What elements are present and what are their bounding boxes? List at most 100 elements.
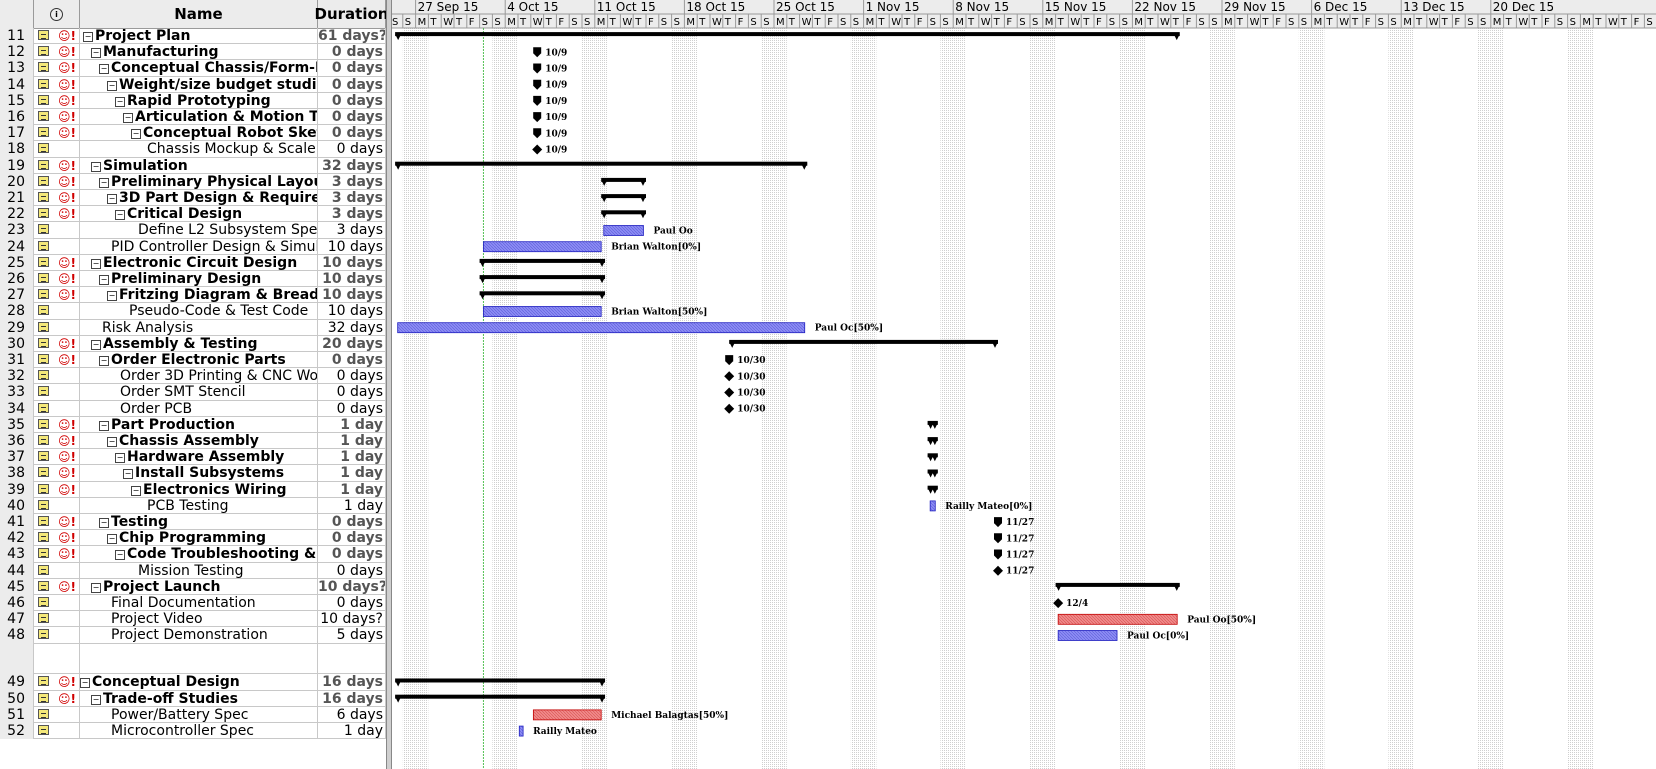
resource-overallocated-icon[interactable]: ☺! xyxy=(58,272,76,286)
task-name-cell[interactable]: −Assembly & Testing xyxy=(80,335,318,352)
task-bar[interactable] xyxy=(518,725,524,737)
summary-milestone-marker[interactable] xyxy=(533,63,542,74)
calendar-note-icon[interactable] xyxy=(38,418,49,429)
collapse-toggle-icon[interactable]: − xyxy=(107,534,117,545)
resource-overallocated-icon[interactable]: ☺! xyxy=(58,579,76,594)
collapse-toggle-icon[interactable]: − xyxy=(107,194,117,204)
calendar-note-icon[interactable] xyxy=(38,30,49,40)
collapse-toggle-icon[interactable]: − xyxy=(131,485,141,496)
milestone-marker[interactable] xyxy=(724,403,735,414)
collapse-toggle-icon[interactable]: − xyxy=(99,177,109,188)
summary-bar[interactable] xyxy=(395,32,1180,37)
task-name-cell[interactable]: −Electronics Wiring xyxy=(80,481,318,498)
collapse-toggle-icon[interactable]: − xyxy=(115,210,125,221)
task-name-cell[interactable] xyxy=(80,643,318,675)
task-name-cell[interactable]: −Project Launch xyxy=(80,578,318,595)
calendar-note-icon[interactable] xyxy=(38,273,49,283)
summary-milestone-marker[interactable] xyxy=(994,549,1002,560)
collapse-toggle-icon[interactable]: − xyxy=(91,339,101,350)
task-bar[interactable] xyxy=(532,709,602,721)
task-name-cell[interactable]: Order SMT Stencil xyxy=(80,384,318,401)
task-duration[interactable]: 0 days xyxy=(318,352,386,369)
calendar-note-icon[interactable] xyxy=(38,159,49,170)
task-name-cell[interactable]: −Conceptual Chassis/Form-Fa xyxy=(80,60,318,77)
calendar-note-icon[interactable] xyxy=(38,708,49,719)
resource-overallocated-icon[interactable]: ☺! xyxy=(58,466,76,481)
task-duration[interactable]: 0 days xyxy=(318,546,386,563)
resource-overallocated-icon[interactable]: ☺! xyxy=(58,29,76,43)
collapse-toggle-icon[interactable]: − xyxy=(131,129,141,140)
summary-bar[interactable] xyxy=(395,694,606,699)
task-duration[interactable]: 0 days xyxy=(318,44,386,61)
task-name-cell[interactable]: −Critical Design xyxy=(80,206,318,223)
resource-overallocated-icon[interactable]: ☺! xyxy=(58,174,76,189)
task-duration[interactable]: 1 day xyxy=(318,481,386,498)
resource-overallocated-icon[interactable]: ☺! xyxy=(58,417,76,432)
summary-milestone-marker[interactable] xyxy=(533,79,542,90)
task-duration[interactable]: 10 days? xyxy=(318,578,386,595)
calendar-note-icon[interactable] xyxy=(38,305,49,316)
task-name-cell[interactable]: Mission Testing xyxy=(80,562,318,579)
task-duration[interactable]: 0 days xyxy=(318,60,386,77)
resource-overallocated-icon[interactable]: ☺! xyxy=(58,77,76,92)
summary-milestone-marker[interactable] xyxy=(533,47,542,58)
name-column-header[interactable]: Name xyxy=(80,0,318,28)
calendar-note-icon[interactable] xyxy=(38,724,49,735)
task-name-cell[interactable]: −Conceptual Robot Sketc xyxy=(80,125,318,142)
milestone-marker[interactable] xyxy=(724,371,735,382)
task-duration[interactable]: 10 days xyxy=(318,303,386,320)
calendar-note-icon[interactable] xyxy=(38,46,49,57)
summary-bar[interactable] xyxy=(1055,582,1180,587)
task-duration[interactable]: 1 day xyxy=(318,722,386,740)
task-name-cell[interactable]: Project Video xyxy=(80,611,318,628)
task-duration[interactable]: 10 days xyxy=(318,287,386,304)
task-name-cell[interactable]: −Articulation & Motion Tra xyxy=(80,109,318,126)
task-name-cell[interactable]: Order PCB xyxy=(80,400,318,417)
calendar-note-icon[interactable] xyxy=(38,629,49,640)
summary-milestone-marker[interactable] xyxy=(533,112,542,123)
task-duration[interactable]: 10 days? xyxy=(318,611,386,628)
summary-milestone-marker[interactable] xyxy=(994,517,1002,528)
id-column-header[interactable] xyxy=(0,0,34,28)
calendar-note-icon[interactable] xyxy=(38,676,49,687)
collapse-toggle-icon[interactable]: − xyxy=(107,80,117,91)
calendar-note-icon[interactable] xyxy=(38,386,49,397)
resource-overallocated-icon[interactable]: ☺! xyxy=(58,547,76,562)
task-duration[interactable]: 6 days xyxy=(318,706,386,723)
task-duration[interactable]: 32 days xyxy=(318,319,386,336)
resource-overallocated-icon[interactable]: ☺! xyxy=(58,191,76,205)
calendar-note-icon[interactable] xyxy=(38,580,49,591)
task-name-cell[interactable]: Pseudo-Code & Test Code xyxy=(80,303,318,320)
resource-overallocated-icon[interactable]: ☺! xyxy=(58,126,76,141)
task-name-cell[interactable]: Chassis Mockup & Scale Mo xyxy=(80,141,318,158)
task-duration[interactable]: 61 days? xyxy=(318,28,386,45)
indicators-column-header[interactable]: i xyxy=(34,0,80,28)
collapse-toggle-icon[interactable]: − xyxy=(91,582,101,593)
summary-bar[interactable] xyxy=(479,275,606,280)
task-duration[interactable] xyxy=(318,643,386,675)
task-duration[interactable]: 0 days xyxy=(318,595,386,612)
calendar-note-icon[interactable] xyxy=(38,256,49,267)
resource-overallocated-icon[interactable]: ☺! xyxy=(58,434,76,448)
collapse-toggle-icon[interactable]: − xyxy=(99,64,109,75)
task-name-cell[interactable]: −Preliminary Design xyxy=(80,271,318,288)
calendar-note-icon[interactable] xyxy=(38,370,49,381)
calendar-note-icon[interactable] xyxy=(38,62,49,73)
task-name-cell[interactable]: −Project Plan xyxy=(80,28,318,45)
collapse-toggle-icon[interactable]: − xyxy=(115,550,125,561)
